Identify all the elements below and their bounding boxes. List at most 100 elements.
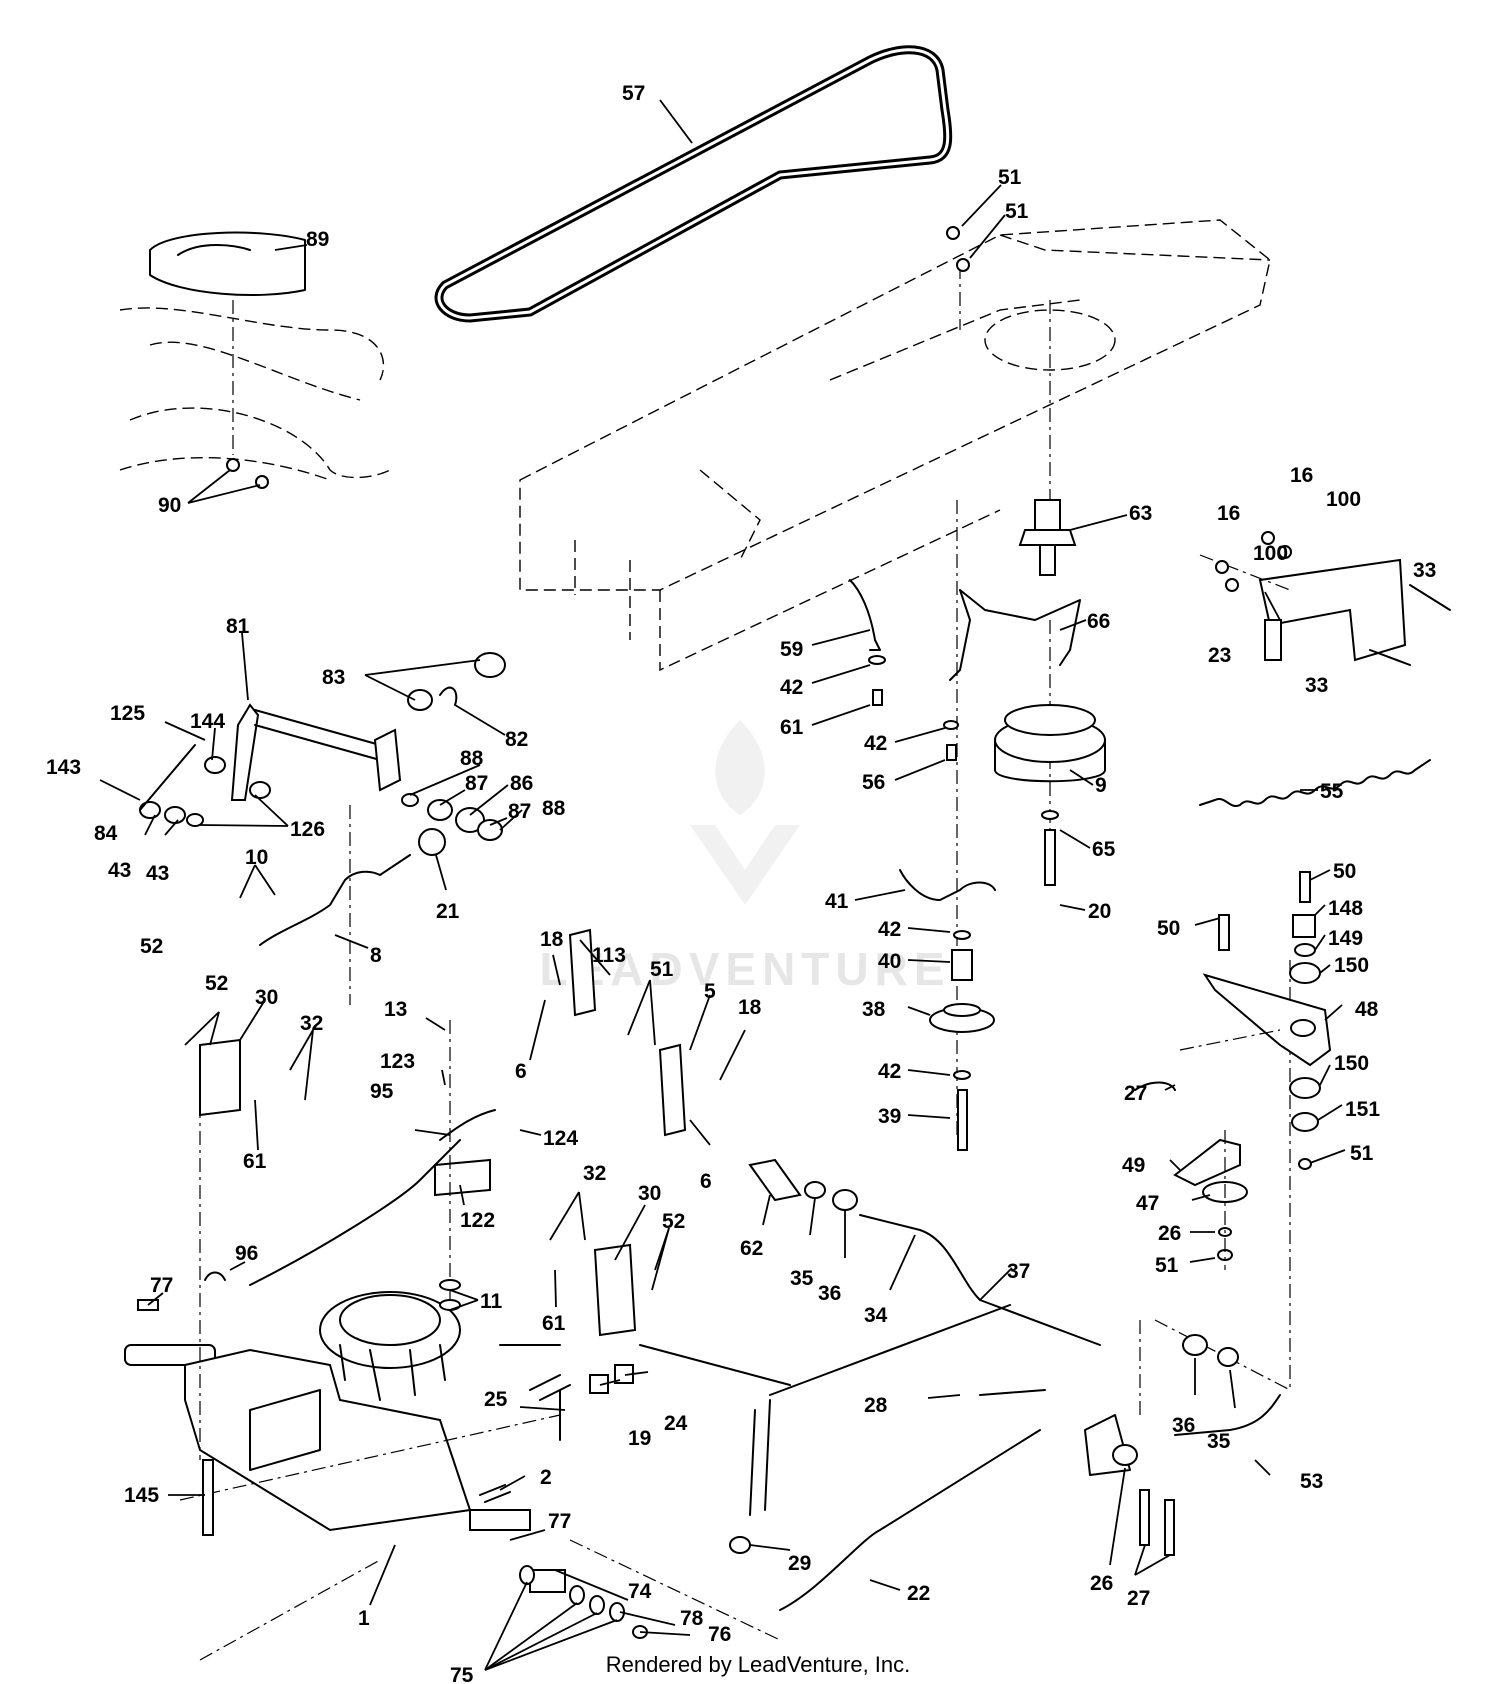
callout-49: 49	[1122, 1154, 1145, 1177]
callout-8: 8	[370, 944, 382, 967]
callout-42: 42	[780, 676, 803, 699]
transmission	[124, 1291, 561, 1661]
callout-24: 24	[664, 1412, 688, 1435]
callout-87: 87	[465, 772, 488, 795]
callout-33: 33	[1305, 674, 1328, 697]
callout-59: 59	[780, 638, 803, 661]
callout-35: 35	[1207, 1430, 1231, 1453]
left-linkage	[139, 652, 506, 1005]
callout-96: 96	[235, 1242, 258, 1265]
callout-30: 30	[255, 986, 278, 1009]
callout-84: 84	[94, 822, 118, 845]
callout-16: 16	[1217, 502, 1240, 525]
callout-51: 51	[1350, 1142, 1374, 1165]
callout-88: 88	[542, 797, 566, 820]
callout-61: 61	[243, 1150, 267, 1173]
callout-2: 2	[540, 1466, 552, 1489]
callout-78: 78	[680, 1607, 704, 1630]
callout-126: 126	[290, 818, 325, 841]
callout-83: 83	[322, 666, 345, 689]
callout-48: 48	[1355, 998, 1379, 1021]
callout-151: 151	[1345, 1098, 1380, 1121]
fender-area	[119, 231, 391, 489]
callout-35: 35	[790, 1267, 814, 1290]
watermark-text: LEADVENTURE	[539, 943, 950, 995]
lower-center-linkage	[729, 960, 1291, 1611]
callout-43: 43	[108, 859, 131, 882]
callout-26: 26	[1090, 1572, 1113, 1595]
callout-53: 53	[1300, 1470, 1323, 1493]
right-bracket	[1199, 531, 1451, 666]
callout-52: 52	[662, 1210, 685, 1233]
callout-6: 6	[700, 1170, 712, 1193]
callout-56: 56	[862, 771, 885, 794]
callout-25: 25	[484, 1388, 508, 1411]
lower-left-parts	[199, 928, 791, 1503]
callout-39: 39	[878, 1105, 901, 1128]
callout-6: 6	[515, 1060, 527, 1083]
callout-42: 42	[864, 732, 887, 755]
callout-55: 55	[1320, 780, 1344, 803]
callout-113: 113	[592, 944, 626, 967]
callout-51: 51	[1005, 200, 1029, 223]
callout-144: 144	[190, 710, 225, 733]
callout-76: 76	[708, 1623, 731, 1646]
callout-86: 86	[510, 772, 533, 795]
callout-50: 50	[1333, 860, 1356, 883]
callout-77: 77	[150, 1274, 173, 1297]
callout-43: 43	[146, 862, 169, 885]
callout-89: 89	[306, 228, 329, 251]
callout-19: 19	[628, 1427, 651, 1450]
callout-20: 20	[1088, 900, 1111, 923]
drive-belt	[434, 45, 953, 323]
callout-41: 41	[825, 890, 849, 913]
watermark-logo	[690, 720, 800, 905]
callout-123: 123	[380, 1050, 415, 1073]
callout-40: 40	[878, 950, 901, 973]
callout-82: 82	[505, 728, 528, 751]
callout-42: 42	[878, 1060, 901, 1083]
callout-18: 18	[540, 928, 564, 951]
callout-148: 148	[1328, 897, 1363, 920]
leader-lines	[99, 99, 1346, 1671]
spring-55	[1199, 759, 1431, 808]
callout-34: 34	[864, 1304, 888, 1327]
callout-51: 51	[1155, 1254, 1179, 1277]
callout-47: 47	[1136, 1192, 1159, 1215]
callout-18: 18	[738, 996, 762, 1019]
callout-63: 63	[1129, 502, 1152, 525]
callout-22: 22	[907, 1582, 930, 1605]
callout-13: 13	[384, 998, 407, 1021]
callout-9: 9	[1095, 774, 1107, 797]
callout-150: 150	[1334, 1052, 1369, 1075]
callout-143: 143	[46, 756, 81, 779]
callout-33: 33	[1413, 559, 1436, 582]
callout-28: 28	[864, 1394, 888, 1417]
callout-90: 90	[158, 494, 181, 517]
callout-88: 88	[460, 747, 484, 770]
callout-32: 32	[300, 1012, 323, 1035]
callout-1: 1	[358, 1607, 370, 1630]
callout-30: 30	[638, 1182, 661, 1205]
callout-100: 100	[1326, 488, 1361, 511]
callout-149: 149	[1328, 927, 1363, 950]
callout-74: 74	[628, 1580, 652, 1603]
callout-122: 122	[460, 1209, 495, 1232]
callout-5: 5	[704, 980, 716, 1003]
callout-27: 27	[1124, 1082, 1147, 1105]
callout-21: 21	[436, 900, 460, 923]
callout-51: 51	[650, 958, 674, 981]
callout-42: 42	[878, 918, 901, 941]
callout-145: 145	[124, 1484, 159, 1507]
callout-36: 36	[818, 1282, 841, 1305]
callout-81: 81	[226, 615, 250, 638]
callout-87: 87	[508, 800, 531, 823]
callout-52: 52	[140, 935, 163, 958]
tractor-frame	[519, 219, 1271, 672]
callout-23: 23	[1208, 644, 1231, 667]
callout-124: 124	[543, 1127, 578, 1150]
callout-27: 27	[1127, 1587, 1150, 1610]
footer-credit: Rendered by LeadVenture, Inc.	[606, 1652, 911, 1677]
callout-77: 77	[548, 1510, 571, 1533]
